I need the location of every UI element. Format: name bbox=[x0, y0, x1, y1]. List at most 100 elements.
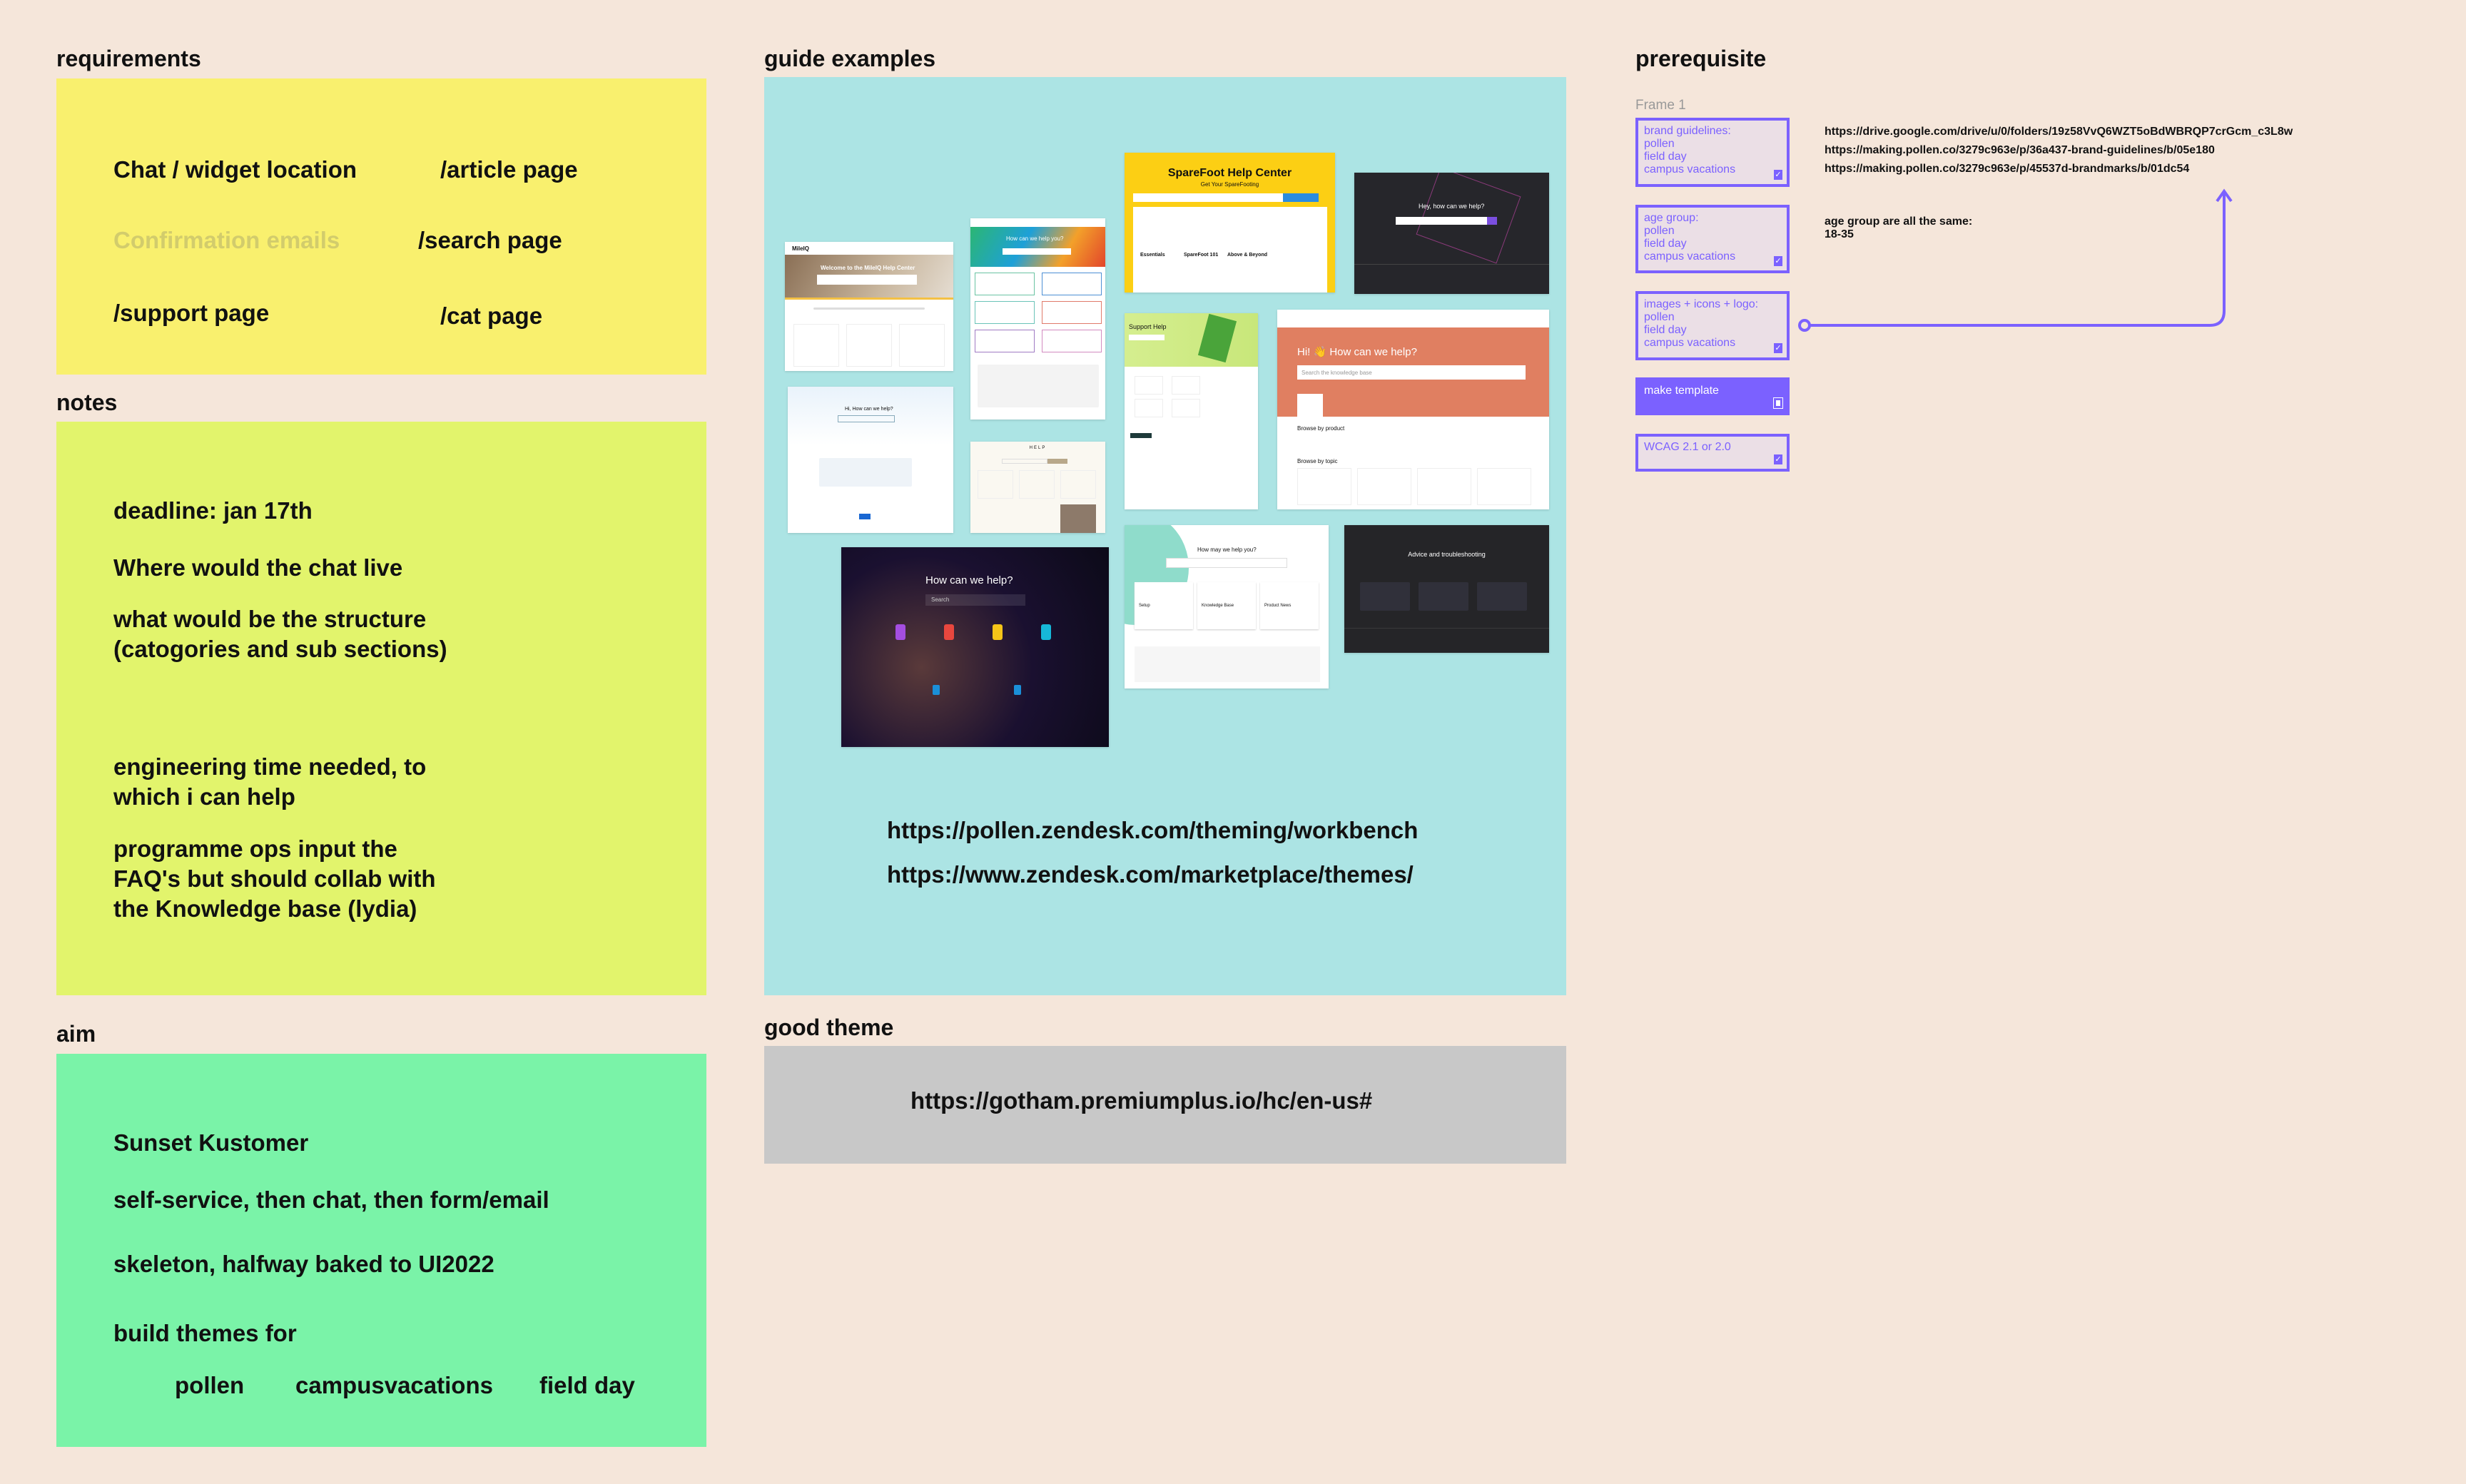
task-line: field day bbox=[1644, 151, 1687, 163]
thumbnail-kobo[interactable]: How can we help you? bbox=[970, 218, 1105, 420]
thumb-cat: Knowledge Base bbox=[1202, 604, 1234, 608]
frame-label: Frame 1 bbox=[1635, 98, 1686, 113]
notes-sticky[interactable]: deadline: jan 17th Where would the chat … bbox=[56, 422, 706, 995]
good-theme-url[interactable]: https://gotham.premiumplus.io/hc/en-us# bbox=[910, 1087, 1373, 1114]
thumb-headline: Advice and troubleshooting bbox=[1408, 551, 1486, 558]
thumb-cat: Product News bbox=[1264, 604, 1292, 608]
note-item: FAQ's but should collab with bbox=[113, 865, 436, 892]
prereq-link[interactable]: https://drive.google.com/drive/u/0/folde… bbox=[1825, 126, 2293, 138]
good-theme-sticky: https://gotham.premiumplus.io/hc/en-us# bbox=[764, 1046, 1566, 1164]
note-item: (catogories and sub sections) bbox=[113, 636, 447, 662]
task-card-wcag[interactable]: WCAG 2.1 or 2.0 ✓ bbox=[1635, 434, 1790, 472]
task-title: WCAG 2.1 or 2.0 bbox=[1644, 441, 1731, 453]
task-line: field day bbox=[1644, 238, 1687, 250]
task-card-make-template[interactable]: make template bbox=[1635, 377, 1790, 415]
thumb-headline: Hi! 👋 How can we help? bbox=[1297, 346, 1417, 358]
theme-campusvacations: campusvacations bbox=[295, 1372, 493, 1398]
requirements-heading: requirements bbox=[56, 46, 201, 71]
thumb-brand: MileIQ bbox=[792, 245, 810, 252]
connector-arrow[interactable] bbox=[1784, 178, 2241, 342]
task-title: age group: bbox=[1644, 212, 1699, 224]
thumb-headline: HELP bbox=[1029, 446, 1047, 450]
thumbnail-dark-advice[interactable]: Advice and troubleshooting bbox=[1344, 525, 1549, 653]
thumbnail-chartmogul[interactable]: How may we help you? Setup Knowledge Bas… bbox=[1125, 525, 1329, 688]
thumbnail-dark-hey[interactable]: Hey, how can we help? bbox=[1354, 173, 1549, 294]
thumbnail-bitpanda[interactable]: Hi, How can we help? bbox=[788, 387, 953, 533]
checkbox-unchecked-icon[interactable] bbox=[1773, 397, 1783, 409]
good-theme-heading: good theme bbox=[764, 1015, 894, 1040]
thumb-sub: Get Your SpareFooting bbox=[1200, 181, 1259, 188]
thumb-headline: Hey, how can we help? bbox=[1419, 203, 1485, 210]
thumb-headline: Hi, How can we help? bbox=[845, 407, 893, 412]
requirements-sticky[interactable]: Chat / widget location /article page Con… bbox=[56, 78, 706, 375]
thumb-headline: Welcome to the MileIQ Help Center bbox=[821, 265, 915, 271]
requirement-item-muted: Confirmation emails bbox=[113, 227, 340, 253]
aim-heading: aim bbox=[56, 1021, 96, 1047]
thumb-cat: Setup bbox=[1139, 604, 1150, 608]
note-item: which i can help bbox=[113, 783, 295, 810]
task-line: campus vacations bbox=[1644, 337, 1736, 349]
requirement-item: Chat / widget location bbox=[113, 156, 357, 183]
requirement-item: /search page bbox=[418, 227, 562, 253]
aim-item: Sunset Kustomer bbox=[113, 1129, 309, 1156]
aim-item: build themes for bbox=[113, 1320, 297, 1346]
thumbnail-sparefoot[interactable]: SpareFoot Help Center Get Your SpareFoot… bbox=[1125, 153, 1335, 293]
thumb-headline: Support Help bbox=[1129, 323, 1167, 330]
thumb-search: Search the knowledge base bbox=[1302, 370, 1372, 376]
thumbnail-dark-how[interactable]: How can we help? Search bbox=[841, 547, 1109, 747]
task-card-images-icons-logo[interactable]: images + icons + logo: pollen field day … bbox=[1635, 291, 1790, 360]
guide-url[interactable]: https://www.zendesk.com/marketplace/them… bbox=[887, 861, 1414, 888]
task-line: campus vacations bbox=[1644, 250, 1736, 263]
theme-pollen: pollen bbox=[175, 1372, 245, 1398]
requirement-item: /support page bbox=[113, 300, 270, 326]
checkbox-checked-icon[interactable]: ✓ bbox=[1774, 256, 1782, 266]
note-item: programme ops input the bbox=[113, 835, 397, 862]
age-range: 18-35 bbox=[1825, 228, 1854, 240]
aim-sticky[interactable]: Sunset Kustomer self-service, then chat,… bbox=[56, 1054, 706, 1447]
notes-heading: notes bbox=[56, 390, 118, 415]
requirement-item: /cat page bbox=[440, 303, 543, 329]
task-line: campus vacations bbox=[1644, 163, 1736, 176]
prereq-link[interactable]: https://making.pollen.co/3279c963e/p/455… bbox=[1825, 163, 2190, 175]
aim-item: self-service, then chat, then form/email bbox=[113, 1186, 549, 1213]
note-item: engineering time needed, to bbox=[113, 753, 427, 780]
thumbnail-support-help[interactable]: Support Help bbox=[1125, 313, 1258, 509]
task-line: field day bbox=[1644, 324, 1687, 336]
note-item: deadline: jan 17th bbox=[113, 497, 313, 524]
aim-item: skeleton, halfway baked to UI2022 bbox=[113, 1251, 494, 1277]
thumb-cat: Above & Beyond bbox=[1227, 253, 1268, 258]
note-item: Where would the chat live bbox=[113, 554, 403, 581]
checkbox-checked-icon[interactable]: ✓ bbox=[1774, 343, 1782, 353]
thumb-section: Browse by product bbox=[1297, 425, 1345, 432]
thumb-search: Search bbox=[931, 596, 950, 603]
note-item: what would be the structure bbox=[113, 606, 427, 632]
thumb-headline: How can we help? bbox=[925, 574, 1013, 586]
guide-url[interactable]: https://pollen.zendesk.com/theming/workb… bbox=[887, 817, 1419, 843]
note-item: the Knowledge base (lydia) bbox=[113, 895, 417, 922]
age-note: age group are all the same: bbox=[1825, 215, 1973, 228]
checkbox-checked-icon[interactable]: ✓ bbox=[1774, 170, 1782, 180]
task-card-age-group[interactable]: age group: pollen field day campus vacat… bbox=[1635, 205, 1790, 273]
task-line: pollen bbox=[1644, 138, 1675, 150]
task-line: pollen bbox=[1644, 225, 1675, 237]
prereq-link[interactable]: https://making.pollen.co/3279c963e/p/36a… bbox=[1825, 144, 2215, 156]
thumbnail-help-beige[interactable]: HELP bbox=[970, 442, 1105, 533]
thumbnail-orange-hi[interactable]: Hi! 👋 How can we help? Search the knowle… bbox=[1277, 310, 1549, 509]
task-line: pollen bbox=[1644, 311, 1675, 323]
task-title: images + icons + logo: bbox=[1644, 298, 1759, 310]
thumb-cat: Essentials bbox=[1140, 253, 1165, 258]
thumbnail-mileiq[interactable]: MileIQ Welcome to the MileIQ Help Center bbox=[785, 242, 953, 371]
task-title: make template bbox=[1644, 385, 1719, 397]
thumb-cat: SpareFoot 101 bbox=[1184, 253, 1219, 258]
requirement-item: /article page bbox=[440, 156, 578, 183]
thumb-headline: How can we help you? bbox=[1006, 235, 1064, 242]
task-card-brand-guidelines[interactable]: brand guidelines: pollen field day campu… bbox=[1635, 118, 1790, 187]
prerequisite-heading: prerequisite bbox=[1635, 46, 1767, 71]
theme-field-day: field day bbox=[539, 1372, 635, 1398]
thumb-headline: How may we help you? bbox=[1197, 547, 1257, 553]
thumb-headline: SpareFoot Help Center bbox=[1167, 167, 1292, 179]
checkbox-checked-icon[interactable]: ✓ bbox=[1774, 454, 1782, 464]
task-title: brand guidelines: bbox=[1644, 125, 1731, 137]
thumb-section: Browse by topic bbox=[1297, 458, 1338, 464]
guide-examples-heading: guide examples bbox=[764, 46, 936, 71]
